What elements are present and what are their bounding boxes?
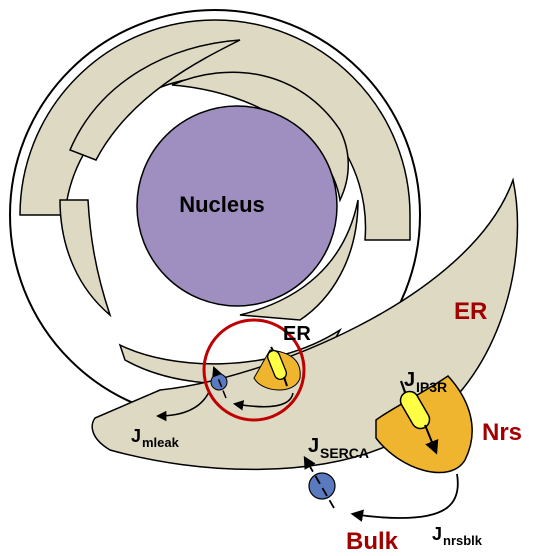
svg-text:J: J xyxy=(131,426,141,446)
svg-text:mleak: mleak xyxy=(142,435,180,450)
nucleus-label: Nucleus xyxy=(179,192,265,217)
svg-text:IP3R: IP3R xyxy=(416,379,447,395)
serca-pump-large xyxy=(309,473,335,499)
svg-text:SERCA: SERCA xyxy=(320,445,369,461)
svg-text:J: J xyxy=(308,435,319,457)
svg-text:nrsblk: nrsblk xyxy=(443,533,483,548)
svg-text:J: J xyxy=(404,369,415,391)
nrs-label: Nrs xyxy=(482,419,522,446)
er-label-small: ER xyxy=(283,323,311,345)
bulk-label: Bulk xyxy=(346,528,399,555)
j-nrsblk-label: J nrsblk xyxy=(432,524,483,548)
svg-text:J: J xyxy=(432,524,442,544)
nrsblk-arrow-large xyxy=(353,474,458,518)
er-label-large: ER xyxy=(454,298,487,325)
